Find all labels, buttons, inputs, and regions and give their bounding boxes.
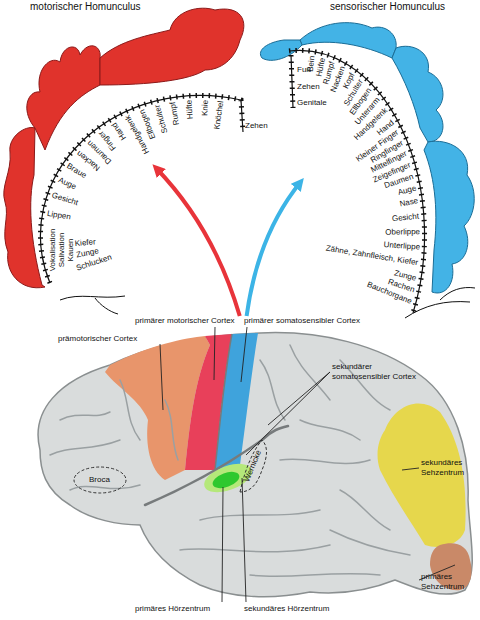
body-part-label: Gesicht [392, 211, 420, 224]
sensory-shoulder-line [405, 288, 475, 319]
body-part-label: Hüfte [184, 100, 195, 120]
body-part-label: Nase [398, 196, 418, 209]
sensory-homunculus-face [424, 141, 474, 293]
region-label: primärer somatosensibler Cortex [244, 316, 360, 326]
area-label: Vokalisation [48, 229, 58, 272]
motor-homunculus-body [100, 8, 244, 85]
area-label: sekundäres Sehzentrum [421, 458, 477, 478]
motor-homunculus-face [4, 128, 45, 288]
body-part-label: Gesicht [50, 191, 79, 208]
region-label: primärer motorischer Cortex [135, 316, 235, 326]
area-label: primäres Hörzentrum [135, 604, 210, 614]
area-label: Genitale [297, 98, 327, 108]
area-label: sekundäres Hörzentrum [244, 604, 329, 614]
central-sulcus [215, 334, 232, 470]
sensory-arc-ticks [289, 50, 425, 313]
motor-shoulder-line [60, 296, 125, 314]
primary-auditory-region [210, 469, 241, 492]
panel-heading: motorischer Homunculus [30, 1, 141, 13]
area-label: primäres Sehzentrum [421, 572, 475, 592]
motor-arc-ticks [40, 95, 243, 283]
area-label: Wernicke [242, 449, 264, 484]
projection-arrow [156, 168, 240, 316]
area-label: Kauen [66, 238, 76, 261]
area-label: prämotorischer Cortex [58, 334, 137, 344]
area-label: Broca [89, 475, 110, 485]
leader-lines [160, 327, 455, 602]
area-label: sekundärer somatosensibler Cortex [332, 362, 432, 382]
brain-outline [38, 333, 472, 597]
body-part-label: Rumpf [168, 101, 182, 126]
figure-panel: motorischer Homunculus [0, 0, 240, 168]
body-part-label: Knie [200, 100, 211, 116]
area-label: Zehen [245, 121, 268, 131]
motor-arc [40, 95, 243, 283]
area-label: Zehen [297, 82, 320, 92]
panel-heading: sensorischer Homunculus [330, 1, 445, 13]
body-part-label: Unterlippe [383, 240, 420, 253]
sensory-arc [289, 50, 425, 313]
broca-outline [74, 467, 126, 493]
figure-panel: primärer motorischer Cortex [135, 316, 243, 327]
sylvian-fissure [145, 426, 288, 505]
body-part-label: Knöchel [213, 101, 227, 131]
body-part-label: Lippen [46, 209, 71, 223]
area-label: Salivation [57, 233, 67, 268]
sensory-homunculus-body [300, 23, 396, 58]
figure-panel: primärer somatosensibler Cortex [244, 316, 374, 327]
projection-arrow [247, 182, 301, 316]
body-part-label: Auge [56, 176, 77, 193]
body-part-label: Oberlippe [385, 227, 420, 238]
